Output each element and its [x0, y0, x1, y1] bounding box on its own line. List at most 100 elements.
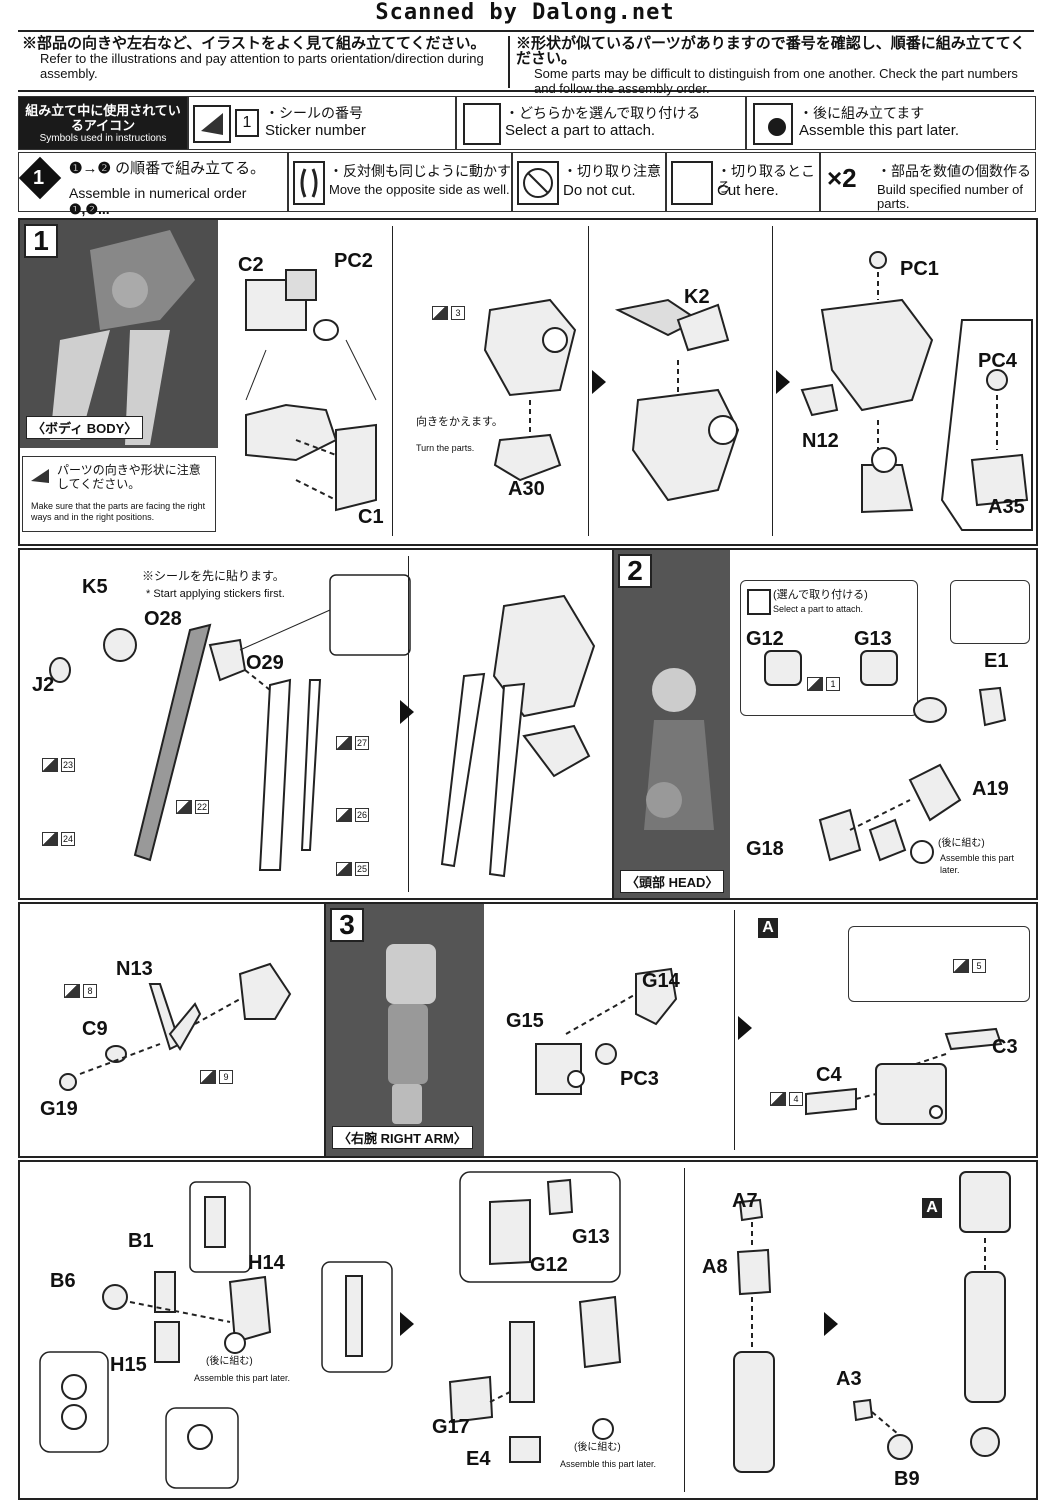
build-jp: ・部品を数値の個数作る: [877, 163, 1031, 179]
sticker-note-jp: ※シールを先に貼ります。: [142, 569, 285, 583]
part-label: B6: [50, 1270, 76, 1292]
part-label: G14: [642, 970, 680, 992]
legend-sticker: 1 ・シールの番号 Sticker number: [188, 96, 456, 150]
sticker-number-box: 1: [235, 109, 259, 137]
next-arrow: [400, 1312, 414, 1336]
part-label: K5: [82, 576, 108, 598]
sticker-ref: 22: [176, 800, 209, 814]
sticker-ref: 23: [42, 758, 75, 772]
legend-order: 1 ❶→❷ の順番で組み立てる。 Assemble in numerical o…: [18, 152, 288, 217]
step-3-panel: 3 〈右腕 RIGHT ARM〉 G14 G15 PC3 A 5 C3 C4 4: [324, 902, 1038, 1158]
opposite-en: Move the opposite side as well.: [329, 182, 510, 197]
sticker-jp: ・シールの番号: [265, 105, 363, 121]
sticker-ref: 26: [336, 808, 369, 822]
part-label: B9: [894, 1468, 920, 1490]
body-photo: 1 〈ボディ BODY〉: [20, 220, 218, 448]
part-label: G19: [40, 1098, 78, 1120]
later-jp: (後に組む): [206, 1356, 253, 1367]
step-3-label: 〈右腕 RIGHT ARM〉: [332, 1126, 473, 1149]
wing-binder-diagram: [49, 574, 411, 871]
later-icon: [592, 1418, 614, 1440]
cut-en: Cut here.: [717, 182, 779, 199]
select-part-icon: [463, 103, 501, 145]
turn-jp: 向きをかえます。: [416, 416, 503, 428]
divider: [392, 226, 393, 536]
opposite-side-icon: [293, 161, 325, 205]
head-assembly-diagram: [818, 686, 1007, 862]
arm-complete-diagram: [852, 1171, 1011, 1460]
sticker-ref: 24: [42, 832, 75, 846]
right-arm-photo-illustration: [326, 904, 484, 1156]
step-2-number: 2: [618, 554, 652, 588]
header-divider: [508, 36, 510, 88]
forearm-armor-diagram: [733, 1198, 775, 1473]
later-jp: (後に組む): [938, 838, 985, 849]
part-label: G17: [432, 1416, 470, 1438]
legend-build-count: ×2 ・部品を数値の個数作る Build specified number of…: [820, 152, 1036, 212]
part-label: C4: [816, 1064, 842, 1086]
order-diamond-num: 1: [33, 167, 45, 189]
header-right-en: Some parts may be difficult to distingui…: [534, 66, 1018, 96]
sticker-ref: 3: [432, 306, 465, 320]
face-options-diagram: [764, 650, 898, 686]
part-label: C1: [358, 506, 384, 528]
later-en: Assemble this part later.: [940, 853, 1015, 875]
order-jp: ❶→❷ の順番で組み立てる。: [69, 160, 266, 177]
sticker-ref: 1: [807, 677, 840, 691]
select-en: Select a part to attach.: [505, 122, 656, 139]
part-label: A35: [988, 496, 1025, 518]
symbols-title-jp: 組み立て中に使用されているアイコン: [25, 103, 181, 133]
next-arrow: [776, 370, 790, 394]
legend-nocut: ・切り取り注意 Do not cut.: [512, 152, 666, 212]
step-2b-panel: 8 9 N13 C9 G19: [18, 902, 326, 1158]
sticker-en: Sticker number: [265, 122, 366, 139]
body-photo-illustration: [20, 220, 218, 448]
step-3b-panel: B1 B6 H14 H15 (後に組む) Assemble this part …: [18, 1160, 1038, 1500]
part-label: A30: [508, 478, 545, 500]
later-icon: [753, 103, 793, 145]
part-label: N13: [116, 958, 153, 980]
later-en: Assemble this part later.: [194, 1373, 291, 1383]
head-final-diagram: [59, 962, 292, 1091]
legend-later: ・後に組み立てます Assemble this part later.: [746, 96, 1036, 150]
legend-opposite: ・反対側も同じように動かす Move the opposite side as …: [288, 152, 512, 212]
build-en: Build specified number of parts.: [877, 182, 1023, 211]
select-part-icon: [747, 589, 771, 615]
part-label: A3: [836, 1368, 862, 1390]
later-icon: [224, 1332, 246, 1354]
detail-inset: [950, 580, 1030, 644]
caution-sticker-icon: [31, 469, 49, 483]
caution-jp: パーツの向きや形状に注意してください。: [57, 463, 201, 491]
select-en: Select a part to attach.: [773, 604, 864, 614]
part-label: G15: [506, 1010, 544, 1032]
header-left: ※部品の向きや左右など、イラストをよく見て組み立ててください。 Refer to…: [22, 36, 502, 81]
part-label: A8: [702, 1256, 728, 1278]
body-core-parts-diagram: [245, 269, 377, 512]
part-label: A7: [732, 1190, 758, 1212]
next-arrow: [738, 1016, 752, 1040]
nocut-jp: ・切り取り注意: [563, 163, 661, 179]
step-1-label: 〈ボディ BODY〉: [26, 416, 144, 439]
part-label: C3: [992, 1036, 1018, 1058]
sticker-inset: 5: [848, 926, 1030, 1002]
order-en: Assemble in numerical order ❶,❷...: [69, 185, 247, 217]
instructions-header: ※部品の向きや左右など、イラストをよく見て組み立ててください。 Refer to…: [18, 30, 1034, 96]
step-2-label: 〈頭部 HEAD〉: [620, 870, 725, 893]
step-1-number: 1: [24, 224, 58, 258]
right-arm-photo: 3 〈右腕 RIGHT ARM〉: [326, 904, 484, 1156]
torso-assembly-diagram: [800, 251, 1033, 531]
step-1b-panel: ※シールを先に貼ります。 * Start applying stickers f…: [18, 548, 614, 900]
step-3-number: 3: [330, 908, 364, 942]
arm-joint-parts-diagram: [39, 1181, 272, 1489]
arm-frame-diagram: [321, 1261, 393, 1373]
part-label: H14: [248, 1252, 285, 1274]
x2-icon: ×2: [827, 163, 857, 193]
part-label: J2: [32, 674, 55, 696]
cut-jp: ・切り取るところ: [717, 163, 815, 195]
step-1-caution: パーツの向きや形状に注意してください。 Make sure that the p…: [22, 456, 216, 532]
header-right: ※形状が似ているパーツがありますので番号を確認し、順番に組み立ててください。 S…: [516, 36, 1032, 96]
later-jp: ・後に組み立てます: [799, 105, 925, 121]
divider: [734, 910, 735, 1150]
legend-select: ・どちらかを選んで取り付ける Select a part to attach.: [456, 96, 746, 150]
face-select-box: (選んで取り付ける) Select a part to attach. 1: [740, 580, 918, 716]
